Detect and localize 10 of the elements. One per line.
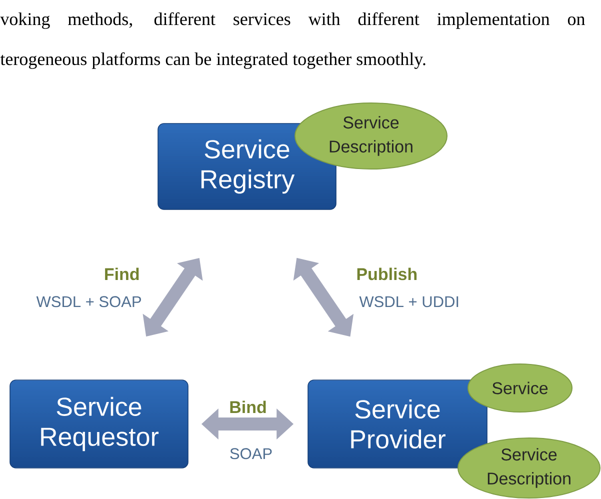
edge-label: Bind [228,400,268,414]
text-line: voking methods, different services with different implementation on [0,12,585,29]
rounded-box: Service Provider [308,380,488,468]
rounded-box: Service Requestor [10,380,188,468]
protocol-label: SOAP [230,448,272,460]
protocol-label: WSDL + UDDI [359,296,458,308]
text-line: terogeneous platforms can be integrated together smoothly. [0,52,426,69]
edge-label: Find [102,266,141,282]
edge-label: Publish [355,266,419,282]
protocol-label: WSDL + SOAP [36,296,141,308]
